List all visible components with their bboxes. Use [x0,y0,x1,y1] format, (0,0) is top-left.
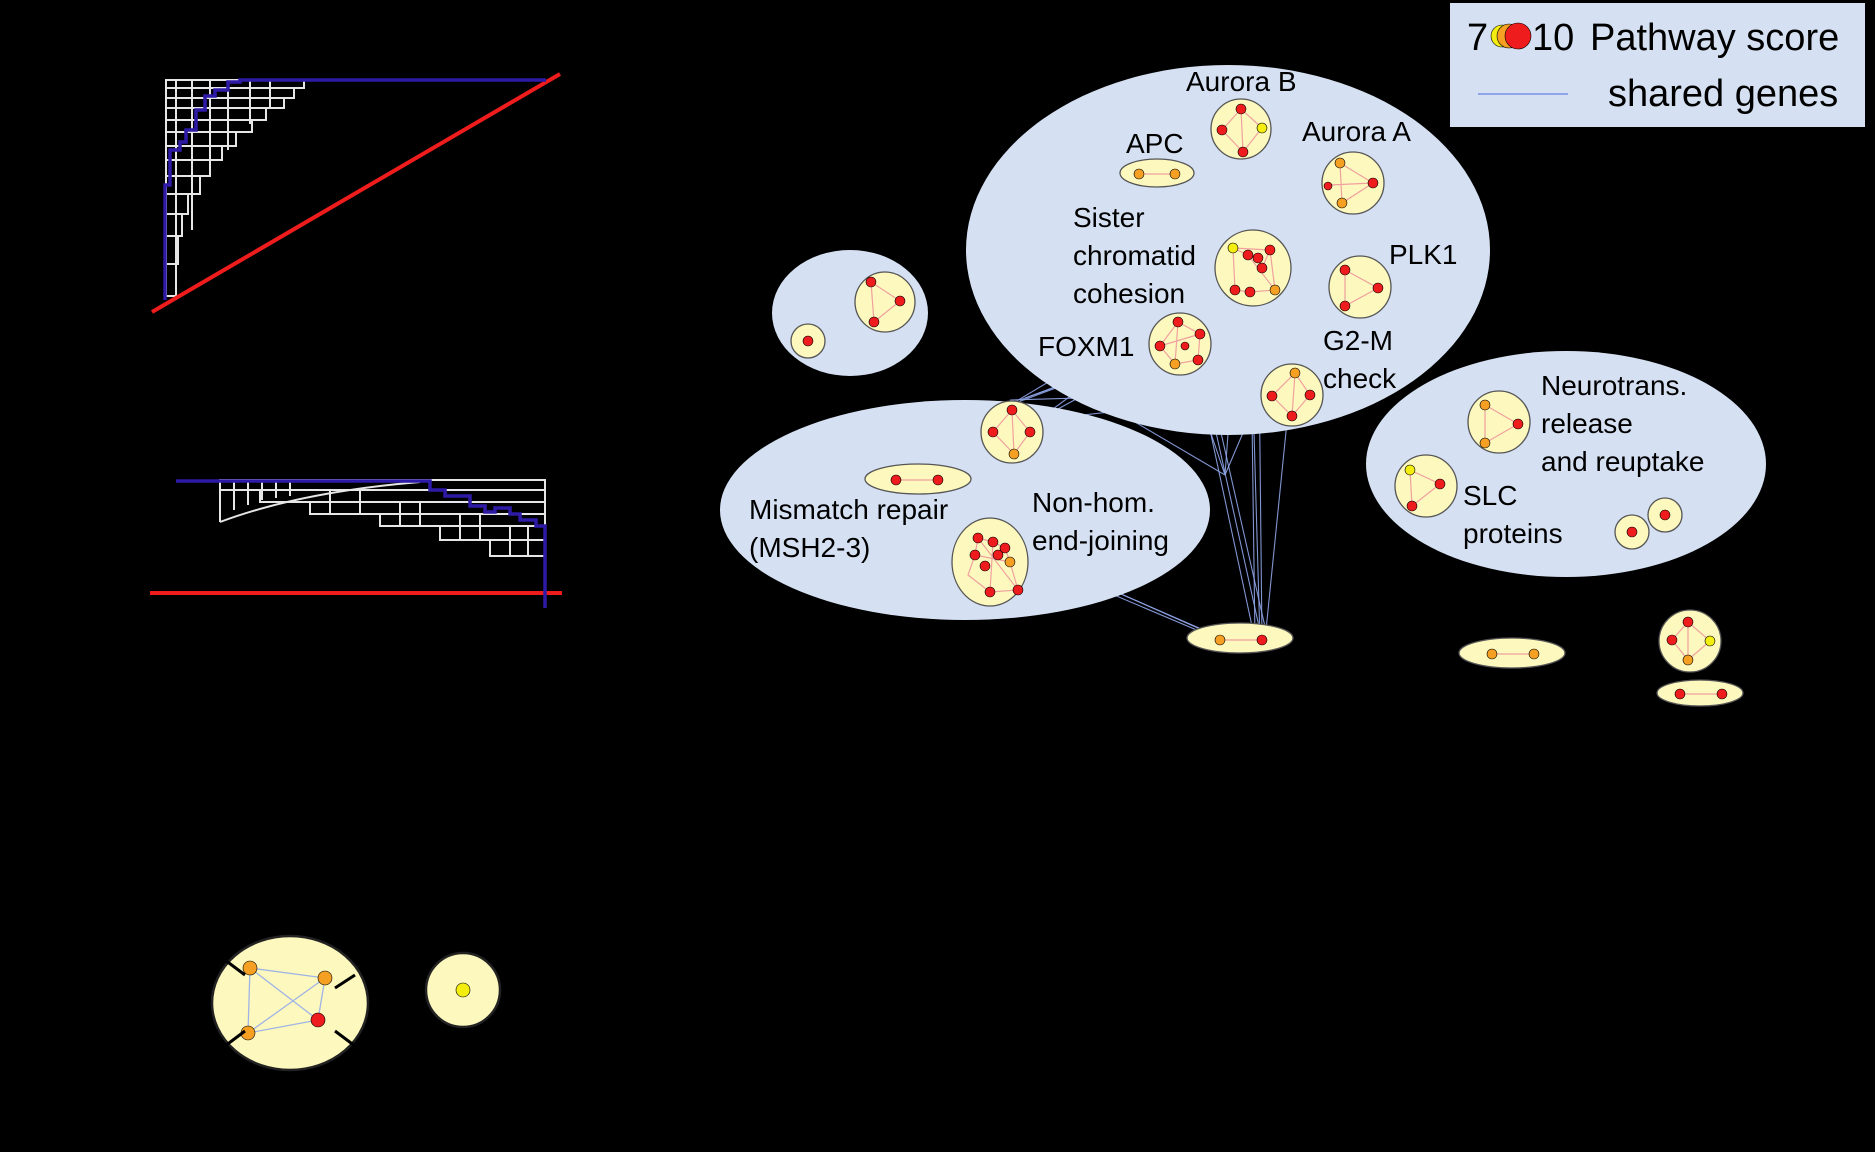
label-slc-1: SLC [1463,480,1517,511]
middle-left-plot [150,479,562,608]
cluster-plk1 [1328,255,1392,319]
cluster-small-pair [1614,497,1683,550]
example-cluster-single [424,951,502,1029]
group-dna-repair [720,400,1210,620]
cluster-slc [1394,454,1458,518]
cluster-foxm1 [1148,312,1212,376]
legend-score-label: Pathway score [1590,17,1839,59]
label-neuro-1: Neurotrans. [1541,370,1687,401]
top-left-plot [150,72,562,314]
cluster-nhej [951,517,1029,607]
cluster-left-small [790,323,826,359]
label-nhej-2: end-joining [1032,525,1169,556]
label-sister-2: chromatid [1073,240,1196,271]
cluster-left-triangle [854,271,916,333]
cluster-mismatch-pair [864,463,972,495]
cluster-bottom-pair-2 [1458,637,1566,669]
label-foxm1: FOXM1 [1038,331,1134,362]
cluster-aurora-a [1321,151,1385,215]
label-neuro-2: release [1541,408,1633,439]
cluster-neurotrans [1467,390,1531,454]
cluster-dna-top [980,400,1044,464]
cluster-labels: Aurora B APC Aurora A Sister chromatid c… [749,66,1704,563]
example-cluster-large [210,934,370,1072]
label-g2m-1: G2-M [1323,325,1393,356]
label-neuro-3: and reuptake [1541,446,1704,477]
middle-plot-grid [219,479,546,557]
cluster-apc [1119,158,1195,188]
cluster-bottom-pair-1 [1186,622,1294,654]
top-plot-trace [163,78,546,300]
label-g2m-2: check [1323,363,1397,394]
label-mismatch-2: (MSH2-3) [749,532,870,563]
cluster-bottom-pair-3 [1656,679,1744,707]
cluster-aurora-b [1210,98,1272,160]
legend-score-circles [1490,22,1532,50]
cluster-g2m-check [1260,363,1324,427]
label-nhej-1: Non-hom. [1032,487,1155,518]
label-mismatch-1: Mismatch repair [749,494,948,525]
label-apc: APC [1126,128,1184,159]
top-plot-red-line [150,72,562,314]
middle-plot-trace [176,479,547,608]
cluster-sister-chromatid [1214,229,1292,307]
label-plk1: PLK1 [1389,239,1458,270]
legend-score-high: 10 [1532,17,1574,59]
label-slc-2: proteins [1463,518,1563,549]
label-sister-1: Sister [1073,202,1145,233]
cluster-bottom-quad [1658,609,1722,673]
legend-score-low: 7 [1467,17,1488,59]
label-aurora-b: Aurora B [1186,66,1297,97]
legend-edge-label: shared genes [1608,73,1838,115]
legend: 7 10 Pathway score shared genes [1450,3,1865,127]
label-aurora-a: Aurora A [1302,116,1411,147]
label-sister-3: cohesion [1073,278,1185,309]
